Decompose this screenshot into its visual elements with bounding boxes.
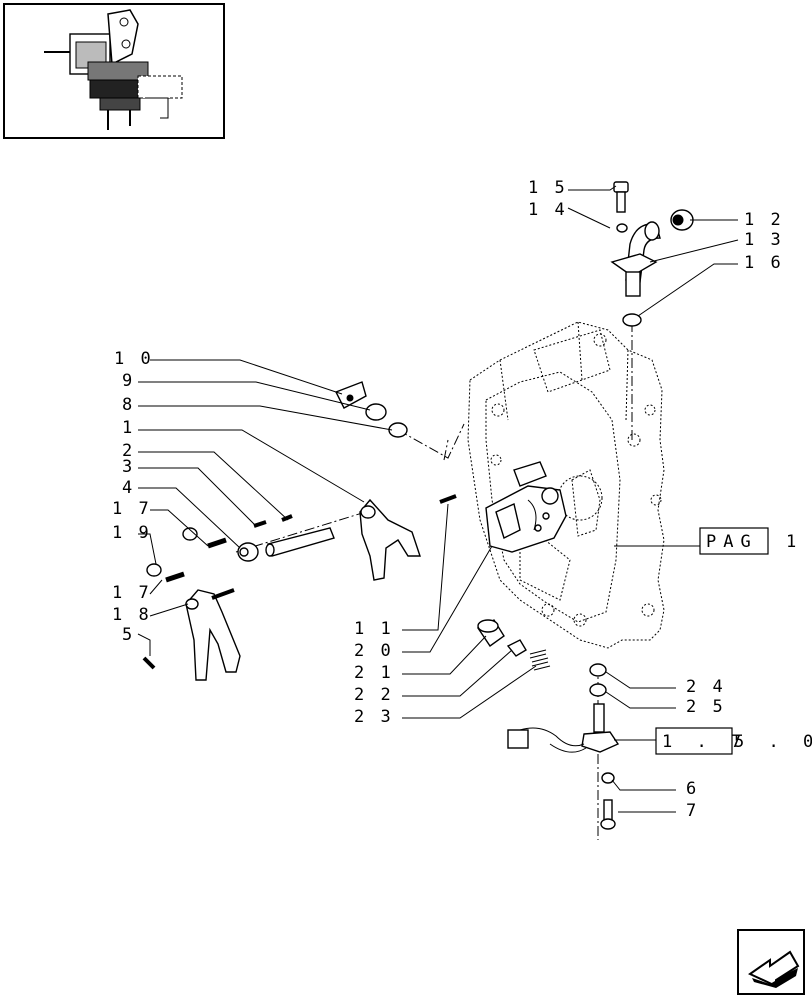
callout-21: 2 1: [354, 663, 394, 683]
collar-part-4[interactable]: [237, 542, 259, 562]
callout-10: 1 0: [114, 349, 154, 369]
callout-17a: 1 7: [112, 499, 152, 519]
callout-16: 1 6: [744, 253, 784, 273]
callout-17b: 1 7: [112, 583, 152, 603]
callout-13: 1 3: [744, 230, 784, 250]
bush-part-17b[interactable]: [146, 563, 162, 577]
pin-part-11[interactable]: [439, 494, 457, 504]
pin-part-5[interactable]: [142, 656, 156, 670]
callout-14: 1 4: [528, 200, 568, 220]
section-reference-box[interactable]: 1 . 7 5 . 0: [655, 727, 812, 755]
callout-1: 1: [122, 418, 135, 438]
callout-22: 2 2: [354, 685, 394, 705]
callout-19: 1 9: [112, 523, 152, 543]
pin-part-17a[interactable]: [207, 537, 227, 549]
rod-part-2[interactable]: [265, 527, 335, 557]
arrow-back-icon: [748, 950, 800, 988]
section-ref-rest: 5 . 0: [734, 732, 812, 752]
bracket-part-10[interactable]: [335, 381, 367, 409]
page-ref-text: PAG: [706, 532, 758, 552]
overview-thumbnail[interactable]: [3, 3, 225, 139]
washer-part-24[interactable]: [589, 663, 607, 677]
section-ref-text: 1 . 7: [662, 732, 748, 752]
leader-lines: [137, 185, 739, 813]
callout-6: 6: [686, 779, 699, 799]
nav-back-button[interactable]: [737, 929, 805, 995]
shift-fork-part-1[interactable]: [359, 498, 421, 581]
washer-part-25[interactable]: [589, 683, 607, 697]
page-ref-number: 1: [786, 532, 803, 552]
bush-part-9[interactable]: [365, 403, 387, 421]
o-ring-part-16[interactable]: [622, 313, 642, 327]
bush-part-19[interactable]: [182, 527, 198, 541]
page-reference-box[interactable]: PAG 1: [699, 527, 803, 555]
callout-25: 2 5: [686, 697, 726, 717]
callout-24: 2 4: [686, 677, 726, 697]
o-ring-part-8[interactable]: [388, 422, 408, 438]
shift-fork-part-18[interactable]: [185, 588, 241, 681]
axis-line: [397, 423, 465, 461]
bolt-part-7[interactable]: [600, 799, 616, 830]
plunger-part-22[interactable]: [506, 639, 527, 657]
callout-2: 2: [122, 441, 135, 461]
callout-labels: 1 5 1 4 1 2 1 3 1 6 1 0 9 8 1 2 3 4 1 7 …: [112, 178, 784, 821]
cap-part-12[interactable]: [670, 209, 694, 231]
callout-3: 3: [122, 457, 135, 477]
callout-5: 5: [122, 625, 135, 645]
selector-plate-part-20[interactable]: [485, 461, 567, 553]
callout-4: 4: [122, 478, 135, 498]
gearbox-housing: [467, 321, 665, 649]
washer-part-14[interactable]: [616, 223, 628, 233]
spring-part-23[interactable]: [529, 649, 551, 671]
callout-23: 2 3: [354, 707, 394, 727]
pin-part-17c[interactable]: [165, 571, 185, 583]
callout-7: 7: [686, 801, 699, 821]
bolt-part-15[interactable]: [613, 181, 629, 213]
pin-part-3[interactable]: [253, 514, 293, 528]
callout-18: 1 8: [112, 605, 152, 625]
callout-20: 2 0: [354, 641, 394, 661]
washer-part-6[interactable]: [601, 772, 615, 784]
callout-8: 8: [122, 395, 135, 415]
sensor-harness-part[interactable]: [507, 703, 620, 753]
plug-part-21[interactable]: [476, 619, 505, 647]
callout-12: 1 2: [744, 210, 784, 230]
callout-9: 9: [122, 371, 135, 391]
axis-line: [235, 509, 373, 553]
callout-11: 1 1: [354, 619, 394, 639]
elbow-pipe-part-13[interactable]: [610, 221, 661, 297]
callout-15: 1 5: [528, 178, 568, 198]
